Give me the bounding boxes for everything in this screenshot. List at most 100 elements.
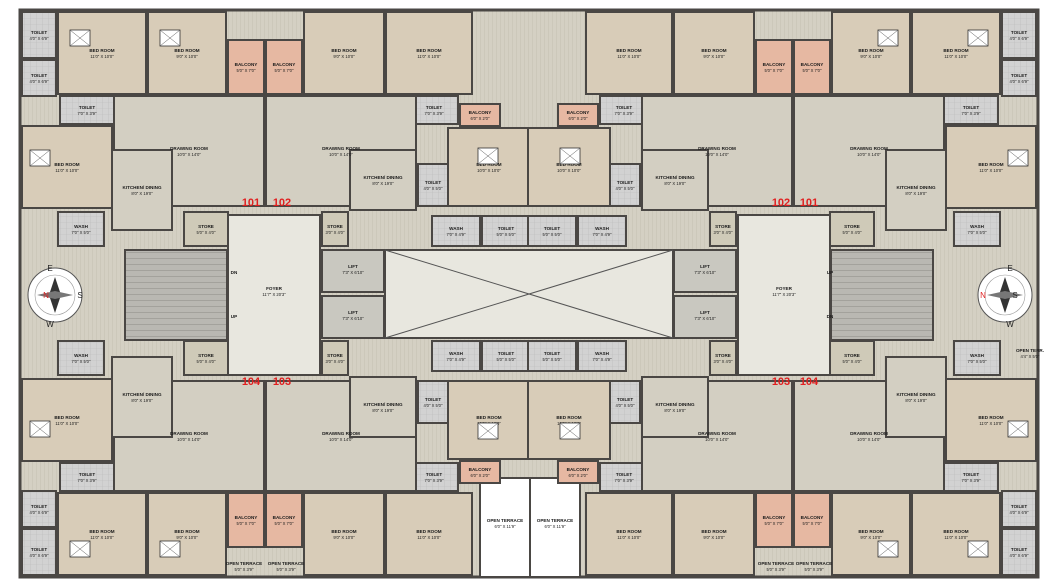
lift-3-label: LIFT (700, 264, 710, 269)
stair-right-dn: DN (827, 314, 834, 319)
q101r-balcony-2-label: BALCONY (763, 62, 786, 67)
q104r-kitchen-a-dim: 8'0" X 19'0" (905, 398, 927, 403)
unit-number-5: 103 (273, 376, 291, 388)
q101-bed-icon-2 (159, 29, 181, 47)
q101-bed-icon-3 (29, 149, 51, 167)
q104-bed-icon-1 (69, 540, 91, 558)
q104r-wash-a (953, 340, 1001, 376)
q104-bedroom-4-label: BED ROOM (416, 529, 441, 534)
q104-drawing-room-b-dim: 10'0" X 14'0" (329, 437, 353, 442)
q104-store-a-dim: 5'0" X 4'0" (196, 359, 216, 364)
lift-1-dim: 7'3" X 6'10" (342, 270, 364, 275)
open-terrace-center-left (479, 477, 531, 578)
lift-2-dim: 7'3" X 6'10" (342, 316, 364, 321)
q101r-bedroom-4-label: BED ROOM (616, 48, 641, 53)
q104-bedroom-side-dim: 11'0" X 10'0" (55, 421, 79, 426)
q101-balcony-small (459, 103, 501, 127)
q101-wash-a-dim: 7'0" X 5'0" (71, 230, 91, 235)
q104-store-a (183, 340, 229, 376)
q104r-drawing-room-b-label: DRAWING ROOM (698, 431, 736, 436)
open-terrace-center-right (529, 477, 581, 578)
q104r-bedroom-side-dim: 11'0" X 10'0" (979, 421, 1003, 426)
q101r-bedroom-3-dim: 9'0" X 10'0" (703, 54, 725, 59)
q104-toilet-outer-2-dim: 4'0" X 6'9" (29, 510, 49, 515)
q104-bedroom-4-dim: 11'0" X 10'0" (417, 535, 441, 540)
q104-wash-b (431, 340, 481, 372)
q104r-toilet-small (609, 380, 641, 424)
foyer-right-label: FOYER (776, 286, 793, 291)
compass-w: W (46, 320, 54, 329)
q101r-bedroom-1 (911, 11, 1001, 95)
q101-kitchen-b-dim: 8'0" X 19'0" (372, 181, 394, 186)
q104-balcony-2-dim: 5'0" X 7'0" (274, 521, 294, 526)
q101-wash-b-label: WASH (449, 226, 463, 231)
q101-store-b-dim: 3'0" X 4'0" (325, 230, 345, 235)
foyer-left (227, 214, 321, 376)
q101-balcony-2-dim: 5'0" X 7'0" (274, 68, 294, 73)
terr-right-dim: 4'4" X 5'0" (1020, 354, 1040, 359)
lift-4-dim: 7'3" X 6'10" (694, 316, 716, 321)
q104-bedroom-1-label: BED ROOM (89, 529, 114, 534)
q101r-bedroom-2-label: BED ROOM (858, 48, 883, 53)
terrace-c2-label: OPEN TERRACE (537, 518, 574, 523)
q101-bedroom-3-dim: 9'0" X 10'0" (333, 54, 355, 59)
q101r-store-a-dim: 5'0" X 4'0" (842, 230, 862, 235)
q101-drawing-room-b-dim: 10'0" X 14'0" (329, 152, 353, 157)
q101-bedroom-inner-dim: 10'0" X 10'0" (477, 168, 501, 173)
lift-3-dim: 7'3" X 6'10" (694, 270, 716, 275)
q104-kitchen-b-dim: 8'0" X 19'0" (372, 408, 394, 413)
q104-balcony-1-label: BALCONY (235, 515, 258, 520)
q104r-balcony-2-dim: 5'0" X 7'0" (764, 521, 784, 526)
q101r-toilet-inner-2-label: TOILET (616, 105, 632, 110)
q104-toilet-inner-1-dim: 7'0" X 3'9" (77, 478, 97, 483)
q101-wash-a-label: WASH (74, 224, 88, 229)
q104r-bedroom-1 (911, 492, 1001, 576)
q101r-store-a-label: STORE (844, 224, 860, 229)
q104-wash-a (57, 340, 105, 376)
q101r-bedroom-3-label: BED ROOM (701, 48, 726, 53)
q104-bedroom-side (21, 378, 113, 462)
q101-toilet-inner-1-dim: 7'0" X 3'9" (77, 111, 97, 116)
q101r-bedroom-3 (673, 11, 755, 95)
q101r-toilet-inner-1-label: TOILET (963, 105, 979, 110)
lift-4 (673, 295, 737, 339)
q101-toilet-core-dim: 5'0" X 5'0" (496, 232, 516, 237)
q104r-balcony-small-label: BALCONY (567, 467, 590, 472)
q104-toilet-inner-2-dim: 7'0" X 3'9" (424, 478, 444, 483)
q101-toilet-small-label: TOILET (425, 180, 441, 185)
q101-bedroom-1-dim: 11'0" X 10'0" (90, 54, 114, 59)
q104-wash-a-label: WASH (74, 353, 88, 358)
q101r-toilet-outer-1-dim: 4'0" X 6'9" (1009, 36, 1029, 41)
compass-s: S (77, 291, 82, 300)
q104r-bedroom-inner (527, 380, 611, 460)
q104r-balcony-2-label: BALCONY (763, 515, 786, 520)
q104-toilet-inner-1 (59, 462, 115, 492)
unit-number-4: 104 (242, 376, 261, 388)
q101-store-a-label: STORE (198, 224, 214, 229)
q101r-balcony-2 (755, 39, 793, 95)
q104r-kitchen-b-dim: 8'0" X 19'0" (664, 408, 686, 413)
foyer-left-label: FOYER (266, 286, 283, 291)
q104r-bedroom-2 (831, 492, 911, 576)
q104r-bedroom-3 (673, 492, 755, 576)
q101r-toilet-core (527, 215, 577, 247)
q104r-bedroom-inner-label: BED ROOM (556, 415, 581, 420)
q101-balcony-small-dim: 6'0" X 2'0" (470, 116, 490, 121)
q101-toilet-outer-1-label: TOILET (31, 30, 47, 35)
q104-bed-icon-2 (159, 540, 181, 558)
q104-balcony-2 (265, 492, 303, 548)
q101-toilet-outer-2-dim: 4'0" X 6'9" (29, 79, 49, 84)
q101-store-b (321, 211, 349, 247)
q101-bedroom-side-label: BED ROOM (54, 162, 79, 167)
q101r-balcony-small-label: BALCONY (567, 110, 590, 115)
q101r-balcony-1-dim: 5'0" X 7'0" (802, 68, 822, 73)
q104r-toilet-small-label: TOILET (617, 397, 633, 402)
q104r-drawing-room-b-dim: 10'0" X 14'0" (705, 437, 729, 442)
q104r-wash-a-label: WASH (970, 353, 984, 358)
q101r-toilet-outer-1 (1001, 11, 1037, 59)
q101-bedroom-4-dim: 11'0" X 10'0" (417, 54, 441, 59)
q104r-store-a-label: STORE (844, 353, 860, 358)
unit-number-0: 101 (242, 197, 260, 209)
compass-left: E W N S (27, 264, 83, 329)
